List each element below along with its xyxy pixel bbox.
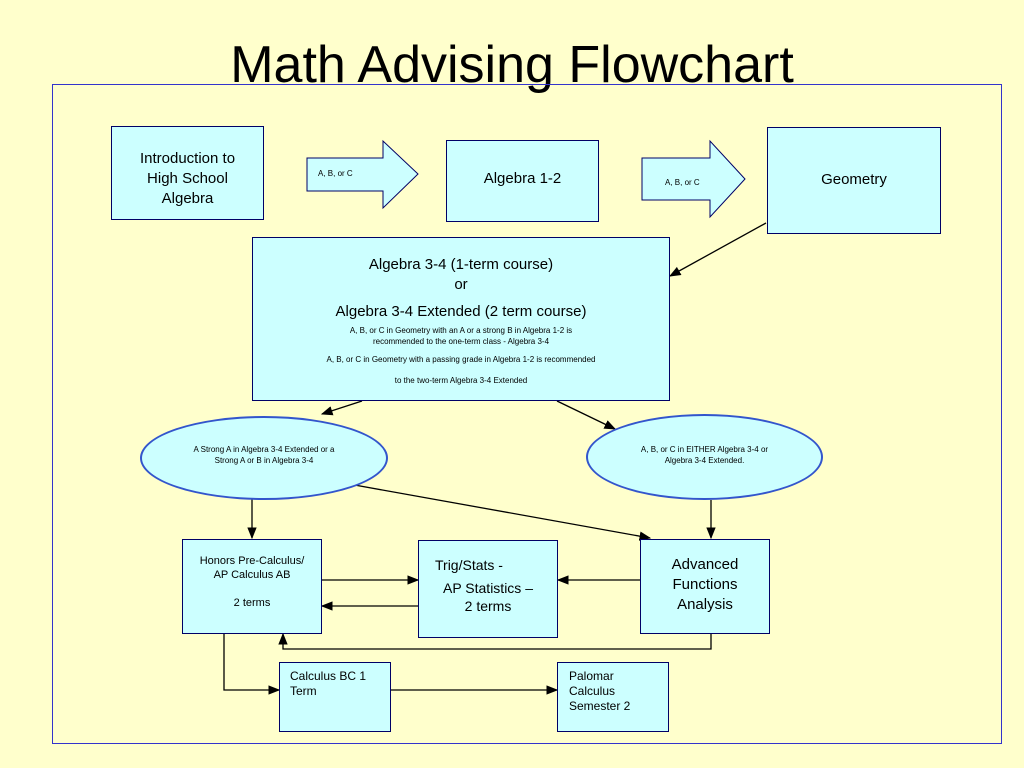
calculus-bc-box: Calculus BC 1 Term [279,662,391,732]
trig-line-1: Trig/Stats - [435,557,503,573]
alg34-or: or [454,276,468,293]
intro-line-1: Introduction to [139,150,236,167]
palomar-line-3: Semester 2 [569,699,631,713]
algebra-3-4-box: Algebra 3-4 (1-term course) or Algebra 3… [252,237,670,401]
diagram-frame [52,84,1002,744]
alg34-extended-title: Algebra 3-4 Extended (2 term course) [335,303,587,320]
trig-line-2: AP Statistics – [442,580,533,596]
palomar-line-1: Palomar [569,669,614,683]
honors-line-3: 2 terms [233,597,271,609]
honors-line-1: Honors Pre-Calculus/ [199,555,305,567]
alg34-note-2a: A, B, or C in Geometry with a passing gr… [326,355,596,364]
block-arrow-intro-to-algebra [306,139,419,210]
advanced-functions-box: Advanced Functions Analysis [640,539,770,634]
ellipse-right-line-2: Algebra 3-4 Extended. [664,456,745,465]
afa-line-1: Advanced [671,556,739,573]
algebra-1-2-box: Algebra 1-2 [446,140,599,222]
calcbc-line-2: Term [290,684,317,698]
connector-alg34-to-left-ellipse [320,400,363,416]
honors-line-2: AP Calculus AB [213,569,291,581]
calcbc-line-1: Calculus BC 1 [290,669,367,683]
connector-afa-to-honors [278,632,712,650]
arrow-label-first: A, B, or C [318,169,353,178]
trig-stats-box: Trig/Stats - AP Statistics – 2 terms [418,540,558,638]
alg34-note-2b: to the two-term Algebra 3-4 Extended [394,376,528,385]
afa-line-3: Analysis [677,596,733,613]
connector-honors-to-calcbc [223,634,281,695]
alg34-note-1a: A, B, or C in Geometry with an A or a st… [349,326,573,335]
intro-line-3: Algebra [161,190,214,207]
intro-algebra-box: Introduction to High School Algebra [111,126,264,220]
alg34-note-1b: recommended to the one-term class - Alge… [372,337,550,346]
palomar-line-2: Calculus [569,684,616,698]
ellipse-a-b-or-c: A, B, or C in EITHER Algebra 3-4 or Alge… [586,414,823,500]
palomar-calculus-box: Palomar Calculus Semester 2 [557,662,669,732]
connector-left-ellipse-to-afa [348,483,652,541]
intro-line-2: High School [147,170,228,187]
block-arrow-algebra-to-geometry [641,139,746,219]
geometry-box: Geometry [767,127,941,234]
afa-line-2: Functions [672,576,738,593]
arrow-label-second: A, B, or C [665,178,700,187]
honors-precalc-box: Honors Pre-Calculus/ AP Calculus AB 2 te… [182,539,322,634]
connector-alg34-to-right-ellipse [556,400,617,430]
ellipse-right-line-1: A, B, or C in EITHER Algebra 3-4 or [640,445,769,454]
ellipse-left-line-2: Strong A or B in Algebra 3-4 [214,456,314,465]
ellipse-left-line-1: A Strong A in Algebra 3-4 Extended or a [193,445,335,454]
ellipse-strong-a-or-b: A Strong A in Algebra 3-4 Extended or a … [140,416,388,500]
connector-geometry-to-alg34 [668,222,767,277]
trig-line-3: 2 terms [464,598,512,614]
alg34-title: Algebra 3-4 (1-term course) [368,256,554,273]
